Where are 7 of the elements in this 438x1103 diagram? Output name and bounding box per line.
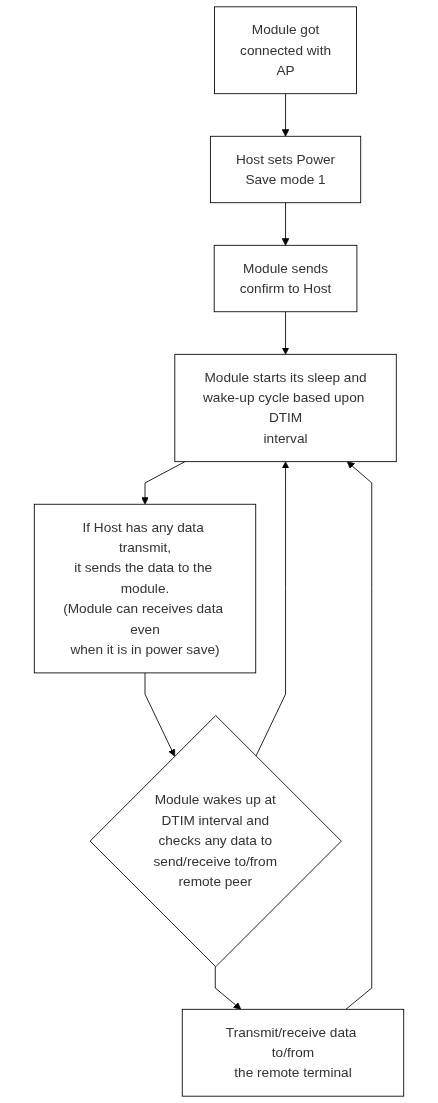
node-box: Module sends confirm to Host bbox=[213, 244, 358, 313]
node-box: Transmit/receive data to/from the remote terminal bbox=[181, 1008, 405, 1097]
node-box: Module starts its sleep and wake-up cycle based upon DTIM interval bbox=[174, 353, 397, 463]
node-diamond: Module wakes up at DTIM interval and checks any data to send/receive to/from remote peer bbox=[89, 715, 342, 968]
node-box: Host sets Power Save mode 1 bbox=[209, 135, 362, 204]
node-box: If Host has any data transmit, it sends the data to the module. (Module can receives data even when it is in power save) bbox=[33, 503, 257, 674]
node-box: Module got connected with AP bbox=[214, 6, 357, 95]
